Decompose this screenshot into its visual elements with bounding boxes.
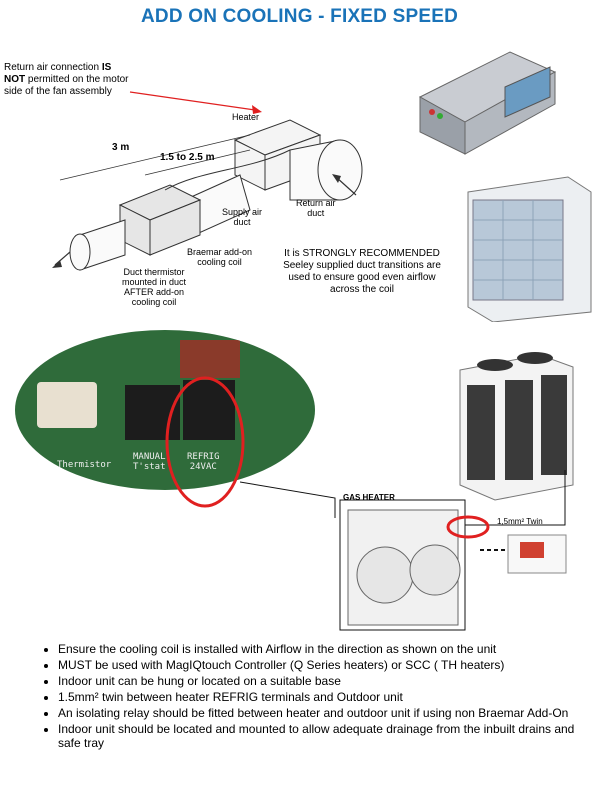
list-item: 1.5mm² twin between heater REFRIG termin… bbox=[58, 690, 598, 704]
dimension-range-label: 1.5 to 2.5 m bbox=[160, 152, 215, 163]
thermistor-label-3: AFTER add-on bbox=[124, 287, 185, 297]
list-item: Indoor unit should be located and mounte… bbox=[58, 722, 598, 750]
wiring-diagram bbox=[240, 470, 567, 631]
refrig-label-2: 24VAC bbox=[189, 462, 217, 472]
return-arrowhead bbox=[332, 174, 341, 183]
recommendation-line-4: across the coil bbox=[330, 284, 394, 295]
duct-installation-diagram bbox=[52, 91, 363, 271]
return-duct bbox=[289, 139, 363, 201]
list-item: Ensure the cooling coil is installed wit… bbox=[58, 642, 598, 656]
outdoor-unit-image bbox=[467, 176, 592, 322]
thermistor-label-1: Duct thermistor bbox=[123, 267, 185, 277]
list-item: MUST be used with MagIQtouch Controller … bbox=[58, 658, 598, 672]
circuit-board-photo: Thermistor MANUAL T'stat REFRIG 24VAC bbox=[15, 330, 315, 490]
recommendation-note: It is STRONGLY RECOMMENDED Seeley suppli… bbox=[262, 248, 462, 296]
return-note-line3: side of the fan assembly bbox=[4, 86, 112, 97]
manual-board-label: MANUAL T'stat bbox=[133, 452, 166, 472]
outlet-arrowhead bbox=[52, 260, 62, 268]
thermistor-label: Duct thermistor mounted in duct AFTER ad… bbox=[122, 267, 186, 307]
list-item: An isolating relay should be fitted betw… bbox=[58, 706, 598, 720]
instructions-list: Ensure the cooling coil is installed wit… bbox=[40, 642, 598, 752]
indoor-unit-image bbox=[418, 51, 557, 155]
manual-label-1: MANUAL bbox=[133, 452, 166, 462]
thermistor-label-4: cooling coil bbox=[131, 297, 177, 307]
heater-label: Heater bbox=[232, 112, 260, 122]
refrig-label-1: REFRIG bbox=[187, 452, 220, 462]
twin-cable-label: 1,5mm² Twin bbox=[497, 517, 543, 526]
supply-air-label-1: Supply air bbox=[222, 207, 263, 217]
page-title: ADD ON COOLING - FIXED SPEED bbox=[140, 6, 458, 27]
return-air-note: Return air connection IS NOT permitted o… bbox=[4, 62, 174, 98]
controller-device bbox=[507, 534, 567, 574]
braemar-label-2: cooling coil bbox=[197, 257, 242, 267]
return-air-label: Return air duct bbox=[296, 198, 336, 218]
refrig-highlight bbox=[165, 376, 245, 508]
recommendation-line-3: used to ensure good even airflow bbox=[288, 272, 436, 283]
return-arrow bbox=[335, 176, 357, 196]
return-note-line2b: permitted on the motor bbox=[25, 74, 129, 85]
relay-component bbox=[180, 340, 240, 378]
thermistor-board-label: Thermistor bbox=[57, 460, 112, 470]
outlet-duct bbox=[69, 219, 126, 271]
twin-cable bbox=[465, 470, 566, 526]
thermistor-connector bbox=[37, 382, 97, 428]
connection-highlight bbox=[446, 515, 490, 539]
return-air-label-1: Return air bbox=[296, 198, 336, 208]
recommendation-line-2: Seeley supplied duct transitions are bbox=[283, 260, 441, 271]
cooling-coil bbox=[118, 184, 202, 256]
braemar-coil-label: Braemar add-on cooling coil bbox=[187, 247, 252, 267]
braemar-label-1: Braemar add-on bbox=[187, 247, 253, 257]
recommendation-line-1: It is STRONGLY RECOMMENDED bbox=[284, 248, 440, 259]
pointer-arrow bbox=[129, 91, 256, 111]
gas-heater-label: GAS HEATER bbox=[343, 493, 395, 502]
dimension-line-range bbox=[144, 149, 251, 176]
return-note-line1a: Return air connection bbox=[4, 62, 102, 73]
return-note-line2a: NOT bbox=[4, 74, 26, 85]
dimension-line-3m bbox=[59, 134, 251, 181]
supply-air-label-2: duct bbox=[233, 217, 251, 227]
list-item: Indoor unit can be hung or located on a … bbox=[58, 674, 598, 688]
return-note-line1b: IS bbox=[101, 62, 112, 73]
supply-air-label: Supply air duct bbox=[222, 207, 262, 227]
manual-label-2: T'stat bbox=[133, 462, 166, 472]
thermistor-label-2: mounted in duct bbox=[122, 277, 187, 287]
pointer-arrowhead bbox=[252, 105, 262, 114]
refrig-board-label: REFRIG 24VAC bbox=[187, 452, 220, 472]
return-air-label-2: duct bbox=[307, 208, 325, 218]
thermistor-wire bbox=[164, 149, 291, 191]
dimension-3m-label: 3 m bbox=[112, 142, 130, 153]
outdoor-unit-large-image bbox=[459, 352, 574, 501]
